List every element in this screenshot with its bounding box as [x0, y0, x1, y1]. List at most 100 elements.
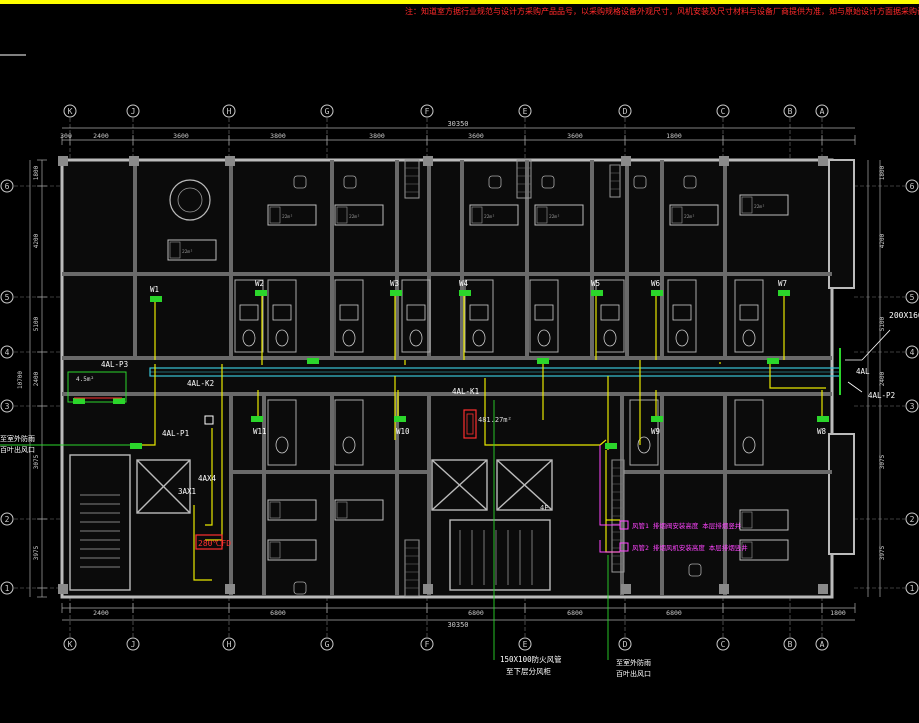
axis-bubble [420, 104, 434, 118]
unit-label: W3 [390, 279, 399, 288]
axis-bubble [222, 637, 236, 651]
panel-label: 4AL [856, 367, 870, 376]
panel-label: 4AL-P1 [162, 429, 189, 438]
axis-bubble [320, 104, 334, 118]
axis-letter: F [425, 640, 430, 649]
legend: 风管1 排烟阀安装高度 本层排烟竖井 风管2 排烟风机安装高度 本层排烟竖井 [619, 520, 748, 552]
axis-bubble [716, 637, 730, 651]
top-dim: 3600 [173, 132, 189, 140]
axis-letter: C [721, 640, 726, 649]
axis-bubble [905, 399, 919, 413]
legend-2: 风管2 排烟风机安装高度 本层排烟竖井 [632, 543, 748, 552]
bottom-dim: 6800 [468, 609, 484, 617]
unit-label: W9 [651, 427, 660, 436]
right-dim: 5100 [879, 316, 886, 331]
axis-letter: F [425, 107, 430, 116]
axis-number: 2 [5, 515, 10, 524]
axis-bubble [783, 104, 797, 118]
unit-label: W11 [253, 427, 267, 436]
axis-letter: E [523, 107, 528, 116]
axis-bubble [815, 637, 829, 651]
bottom-right-note-1: 至室外防雨 [616, 658, 651, 667]
unit-label: W7 [778, 279, 787, 288]
bottom-note: 150X100防火风管 至下层分风柜 至室外防雨 百叶出风口 至室外防雨 百叶出… [0, 434, 651, 678]
bottom-dim: 6800 [270, 609, 286, 617]
svg-text:22m²: 22m² [754, 204, 765, 210]
unit-label: W2 [255, 279, 264, 288]
bottom-dim: 6800 [666, 609, 682, 617]
axis-letter: D [623, 107, 628, 116]
right-dim: 3075 [879, 454, 886, 469]
axis-bubble [618, 104, 632, 118]
right-dim: 4200 [879, 233, 886, 248]
axis-bubble [63, 637, 77, 651]
axis-letter: K [68, 640, 73, 649]
unit-label: W5 [591, 279, 600, 288]
axis-number: 5 [5, 293, 10, 302]
legend-1: 风管1 排烟阀安装高度 本层排烟竖井 [632, 521, 742, 530]
right-pipe-size: 200X160 [889, 311, 919, 320]
bottom-total-dim: 30350 [447, 621, 468, 629]
unit-label: W6 [651, 279, 661, 288]
top-dim: 3800 [270, 132, 286, 140]
bottom-pipe-note-2: 至下层分风柜 [506, 666, 551, 676]
stairs [80, 494, 533, 585]
core [69, 454, 553, 591]
axis-number: 5 [910, 293, 915, 302]
top-dim: 1800 [666, 132, 682, 140]
top-total-dim: 30350 [447, 120, 468, 128]
top-dim: 2400 [93, 132, 109, 140]
axis-letter: D [623, 640, 628, 649]
axis-number: 3 [5, 402, 10, 411]
left-note-1: 至室外防雨 [0, 434, 35, 443]
top-highlight-bar [0, 0, 919, 4]
top-dim: 300 [60, 132, 72, 140]
bottom-dim: 6800 [567, 609, 583, 617]
top-dim: 3600 [468, 132, 484, 140]
axis-bubble [63, 104, 77, 118]
axis-bubble [126, 104, 140, 118]
axis-bubble [518, 104, 532, 118]
left-dim: 2400 [33, 371, 40, 386]
axis-bubble [905, 345, 919, 359]
svg-text:22m²: 22m² [282, 214, 293, 220]
axis-bubble [420, 637, 434, 651]
axis-letter: G [325, 107, 330, 116]
axis-letter: J [131, 107, 136, 116]
axis-letter: A [820, 640, 825, 649]
right-dim: 3975 [879, 545, 886, 560]
axis-bubble [126, 637, 140, 651]
axis-bubble [815, 104, 829, 118]
left-dim: 4200 [33, 233, 40, 248]
panel-label: 4AX4 [198, 474, 217, 483]
left-dim: 5100 [33, 316, 40, 331]
drawing-note: 注：知道室方据行业规范与设计方采购产品品号，以采购规格设备外观尺寸，风机安装及尺… [405, 7, 919, 16]
axis-bubble [905, 290, 919, 304]
top-dim: 3600 [567, 132, 583, 140]
axis-letter: G [325, 640, 330, 649]
axis-bubble [0, 290, 14, 304]
left-note-2: 百叶出风口 [0, 445, 35, 454]
unit-label: W10 [396, 427, 410, 436]
left-dim: 1800 [33, 165, 40, 180]
axis-letter: B [788, 640, 793, 649]
left-dim: 3975 [33, 545, 40, 560]
axis-bubble [905, 179, 919, 193]
unit-label: W1 [150, 285, 159, 294]
axis-number: 6 [910, 182, 915, 191]
axis-letter: C [721, 107, 726, 116]
corridor-area-label: 481.27m² [478, 416, 512, 424]
axis-number: 3 [910, 402, 915, 411]
axis-letter: B [788, 107, 793, 116]
axis-bubble [0, 512, 14, 526]
unit-label: W4 [459, 279, 469, 288]
axis-number: 2 [910, 515, 915, 524]
stair-floor-label: 4F [540, 504, 548, 512]
bottom-dim: 2400 [93, 609, 109, 617]
small-area-label: 4.5m² [76, 376, 94, 383]
axis-bubble [0, 399, 14, 413]
